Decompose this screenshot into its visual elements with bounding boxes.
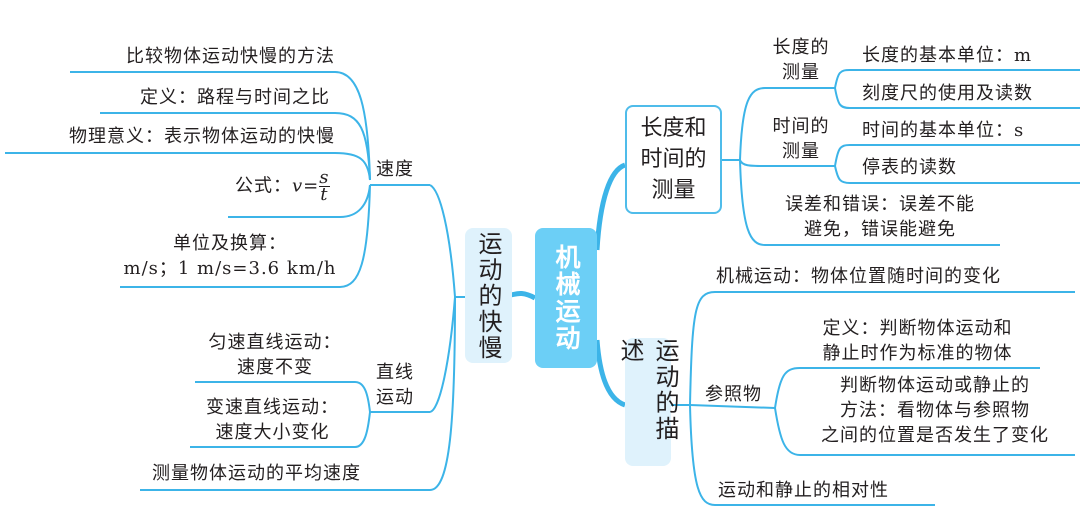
branch-motion-description: 运动的描述 (616, 338, 679, 466)
average-speed-item: 测量物体运动的平均速度 (152, 463, 361, 484)
error-item: 误差和错误：误差不能 避免，错误能避免 (760, 192, 1000, 242)
time-label1: 时间的 (772, 116, 830, 137)
formula-numerator: s (319, 167, 330, 188)
length-label2: 测量 (782, 62, 820, 83)
variable-linear-motion: 变速直线运动： 速度大小变化 (190, 395, 355, 445)
length-measure-label: 长度的 测量 (770, 35, 832, 85)
reference-label: 参照物 (705, 384, 762, 405)
time-label2: 测量 (782, 141, 820, 162)
linear-motion-label: 直线 运动 (376, 360, 414, 410)
length-label1: 长度的 (772, 37, 830, 58)
central-topic: 机械运动 (535, 228, 597, 368)
ref-method-line1: 判断物体运动或静止的 (840, 375, 1030, 396)
formula-v: v= (292, 175, 320, 197)
formula-prefix: 公式： (235, 175, 292, 197)
uniform-linear-motion: 匀速直线运动： 速度不变 (195, 330, 355, 380)
measure-box-line1: 长度和 (640, 116, 707, 141)
time-unit-item: 时间的基本单位：s (862, 120, 1025, 141)
error-line1: 误差和错误：误差不能 (785, 194, 975, 215)
speed-label: 速度 (376, 159, 414, 180)
units-line1: 单位及换算： (173, 233, 287, 254)
branch-length-time-measure: 长度和时间的测量 (625, 105, 722, 214)
ref-method-line2: 方法：看物体与参照物 (840, 400, 1030, 421)
speed-item-definition: 定义：路程与时间之比 (140, 87, 330, 108)
formula-denominator: t (320, 184, 329, 205)
stopwatch-item: 停表的读数 (862, 157, 957, 178)
reference-method: 判断物体运动或静止的 方法：看物体与参照物 之间的位置是否发生了变化 (790, 373, 1080, 448)
measure-box-line3: 测量 (651, 178, 696, 203)
relativity-item: 运动和静止的相对性 (718, 480, 889, 501)
speed-item-meaning: 物理意义：表示物体运动的快慢 (69, 126, 335, 147)
variable-line1: 变速直线运动： (206, 397, 339, 418)
error-line2: 避免，错误能避免 (804, 219, 956, 240)
speed-item-compare: 比较物体运动快慢的方法 (126, 46, 335, 67)
ruler-usage-item: 刻度尺的使用及读数 (862, 83, 1033, 104)
ref-def-line2: 静止时作为标准的物体 (822, 343, 1013, 364)
speed-units: 单位及换算： m/s；1 m/s=3.6 km/h (120, 231, 340, 281)
linear-label2: 运动 (376, 387, 414, 408)
ref-def-line1: 定义：判断物体运动和 (822, 318, 1013, 339)
units-line2: m/s；1 m/s=3.6 km/h (123, 258, 337, 279)
branch-motion-speed: 运动的快慢 (465, 228, 512, 363)
ref-method-line3: 之间的位置是否发生了变化 (821, 425, 1049, 446)
length-unit-item: 长度的基本单位：m (862, 45, 1033, 66)
variable-line2: 速度大小变化 (215, 422, 330, 443)
time-measure-label: 时间的 测量 (770, 114, 832, 164)
measure-box-line2: 时间的 (640, 147, 707, 172)
uniform-line2: 速度不变 (237, 357, 313, 378)
reference-definition: 定义：判断物体运动和 静止时作为标准的物体 (795, 316, 1040, 366)
mechanical-motion-item: 机械运动：物体位置随时间的变化 (716, 266, 1001, 287)
uniform-line1: 匀速直线运动： (208, 332, 342, 353)
linear-label1: 直线 (376, 362, 414, 383)
